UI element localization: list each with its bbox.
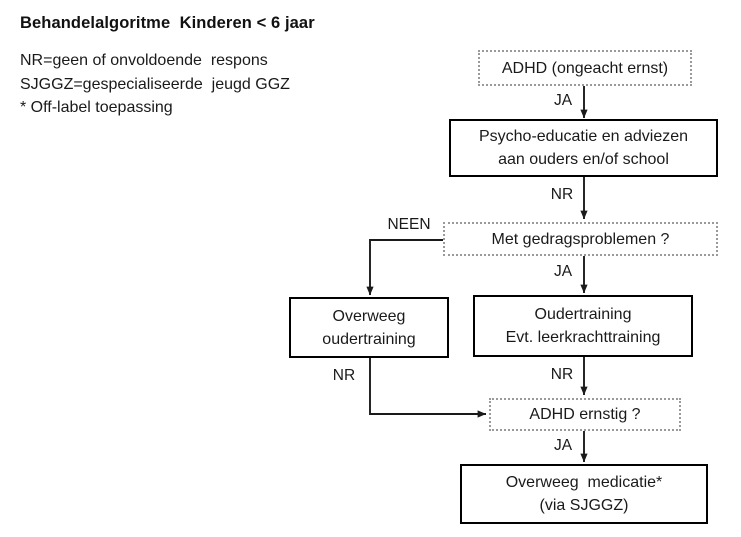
edge-label-nr-3: NR (550, 366, 574, 383)
node-adhd-any: ADHD (ongeacht ernst) (478, 50, 692, 86)
edge-label-neen: NEEN (387, 216, 431, 233)
node-adhd-ernstig: ADHD ernstig ? (489, 398, 681, 431)
node-gedragsproblemen: Met gedragsproblemen ? (443, 222, 718, 256)
node-gedragsproblemen-line-1: Met gedragsproblemen ? (491, 230, 670, 248)
node-adhd-any-line-1: ADHD (ongeacht ernst) (501, 59, 669, 77)
page-title: Behandelalgoritme Kinderen < 6 jaar (20, 14, 315, 32)
legend-line-offlabel: * Off-label toepassing (20, 99, 173, 116)
node-oudertraining: Oudertraining Evt. leerkrachttraining (473, 295, 693, 357)
connector-overweeg-oudertraining-to-adhd-ernstig (369, 358, 487, 418)
node-overweeg-medicatie-line-1: Overweeg medicatie* (505, 474, 663, 491)
node-psycho-educatie-line-1: Psycho-educatie en adviezen (478, 128, 689, 145)
node-adhd-ernstig-line-1: ADHD ernstig ? (529, 406, 641, 423)
node-oudertraining-line-1: Oudertraining (534, 306, 632, 323)
node-overweeg-medicatie: Overweeg medicatie* (via SJGGZ) (460, 464, 708, 524)
edge-label-ja-3: JA (553, 437, 573, 454)
node-overweeg-oudertraining-line-1: Overweeg (332, 307, 406, 325)
node-overweeg-oudertraining: Overweeg oudertraining (289, 297, 449, 358)
legend-line-sjggz: SJGGZ=gespecialiseerde jeugd GGZ (20, 75, 290, 93)
node-overweeg-oudertraining-line-2: oudertraining (322, 330, 416, 348)
legend-line-nr: NR=geen of onvoldoende respons (20, 52, 268, 69)
edge-label-ja-1: JA (553, 92, 573, 109)
legend-block: Behandelalgoritme Kinderen < 6 jaar NR=g… (20, 12, 420, 120)
edge-label-nr-2: NR (332, 367, 356, 384)
node-oudertraining-line-2: Evt. leerkrachttraining (505, 329, 661, 346)
connector-gedragsproblemen-to-overweeg-oudertraining (366, 239, 443, 296)
edge-label-ja-2: JA (553, 263, 573, 280)
legend-lines: NR=geen of onvoldoende respons SJGGZ=ges… (20, 49, 420, 120)
node-psycho-educatie-line-2: aan ouders en/of school (498, 151, 669, 168)
node-overweeg-medicatie-line-2: (via SJGGZ) (539, 497, 629, 514)
node-psycho-educatie: Psycho-educatie en adviezen aan ouders e… (449, 119, 718, 177)
edge-label-nr-1: NR (550, 186, 574, 203)
